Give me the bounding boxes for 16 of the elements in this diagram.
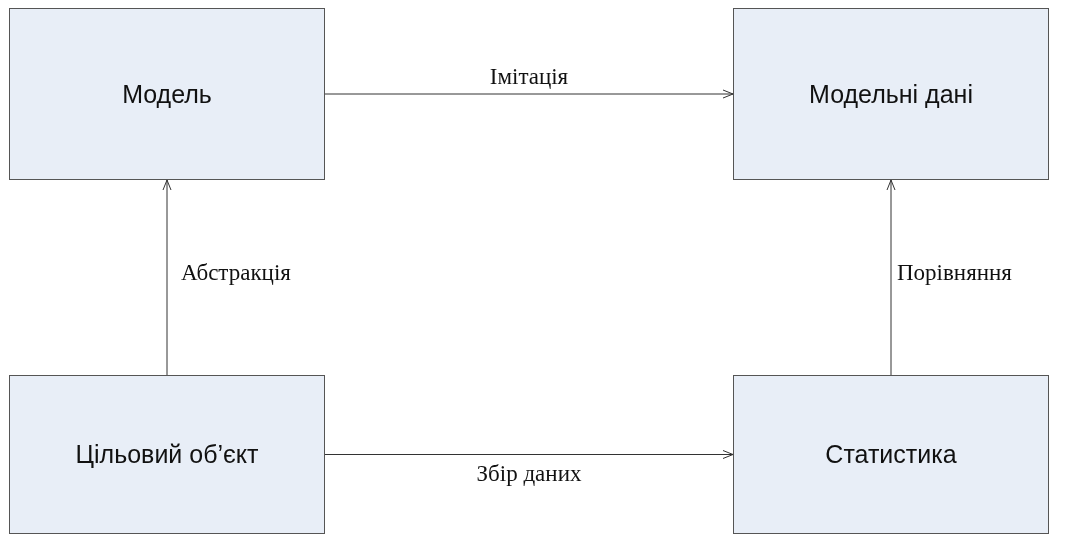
process-box	[733, 375, 1049, 534]
process-box	[9, 8, 325, 180]
node-label: Модель	[122, 79, 212, 109]
process-box	[733, 8, 1049, 180]
edge-label: Імітація	[489, 64, 569, 90]
process-box	[9, 375, 325, 534]
edge-label: Абстракція	[181, 259, 291, 286]
edge-label: Збір даних	[476, 460, 582, 487]
edge-label: Порівняння	[897, 259, 1012, 286]
arrow	[324, 450, 734, 459]
node-label: Цільовий об’єкт	[75, 440, 259, 469]
arrow	[886, 179, 896, 376]
arrow	[162, 179, 172, 376]
arrow	[324, 89, 734, 99]
node-label: Статистика	[825, 440, 957, 469]
node-label: Модельні дані	[809, 79, 973, 109]
